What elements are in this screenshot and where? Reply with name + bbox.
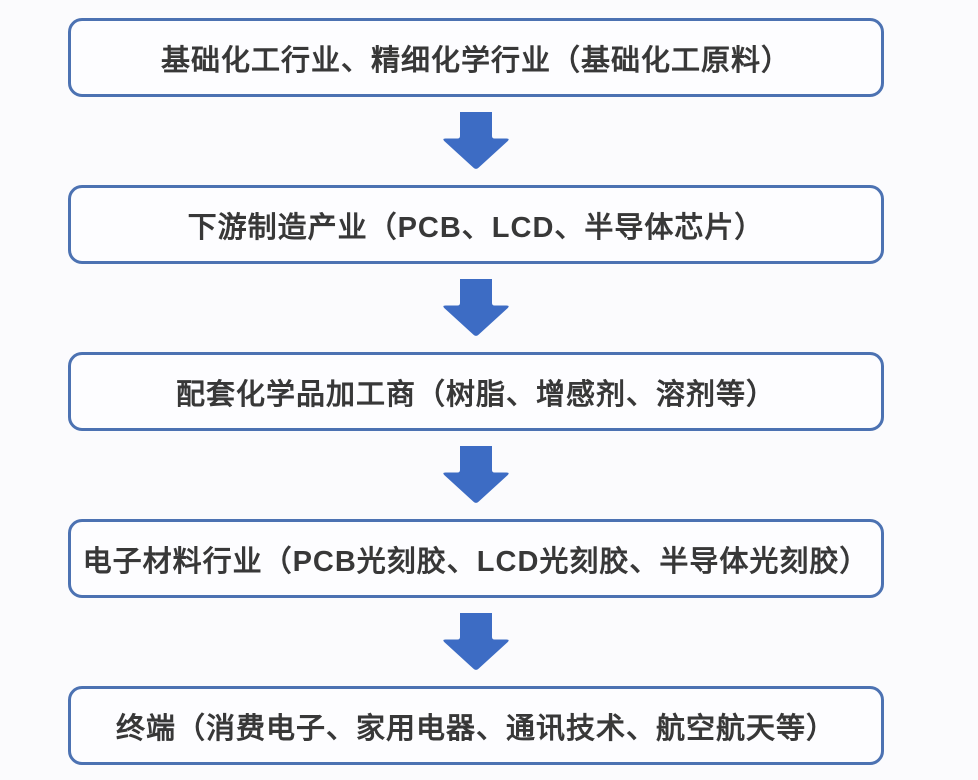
flow-node-basic-chemicals: 基础化工行业、精细化学行业（基础化工原料） <box>68 18 884 97</box>
connector-4 <box>441 598 511 686</box>
flow-node-label: 下游制造产业（PCB、LCD、半导体芯片） <box>187 211 765 244</box>
flow-node-electronic-materials: 电子材料行业（PCB光刻胶、LCD光刻胶、半导体光刻胶） <box>68 519 884 598</box>
flow-node-label: 配套化学品加工商（树脂、增感剂、溶剂等） <box>175 378 776 411</box>
flowchart: 基础化工行业、精细化学行业（基础化工原料） 下游制造产业（PCB、LCD、半导体… <box>68 18 884 765</box>
flow-node-label: 电子材料行业（PCB光刻胶、LCD光刻胶、半导体光刻胶） <box>82 545 870 578</box>
connector-3 <box>441 431 511 519</box>
down-arrow-icon <box>443 112 509 169</box>
down-arrow-icon <box>443 446 509 503</box>
flow-node-supporting-chemicals: 配套化学品加工商（树脂、增感剂、溶剂等） <box>68 352 884 431</box>
flow-node-downstream-manufacturing: 下游制造产业（PCB、LCD、半导体芯片） <box>68 185 884 264</box>
connector-2 <box>441 264 511 352</box>
flow-node-end-terminals: 终端（消费电子、家用电器、通讯技术、航空航天等） <box>68 686 884 765</box>
down-arrow-icon <box>443 613 509 670</box>
flow-node-label: 基础化工行业、精细化学行业（基础化工原料） <box>160 44 791 77</box>
connector-1 <box>441 97 511 185</box>
flow-node-label: 终端（消费电子、家用电器、通讯技术、航空航天等） <box>115 712 836 745</box>
down-arrow-icon <box>443 279 509 336</box>
